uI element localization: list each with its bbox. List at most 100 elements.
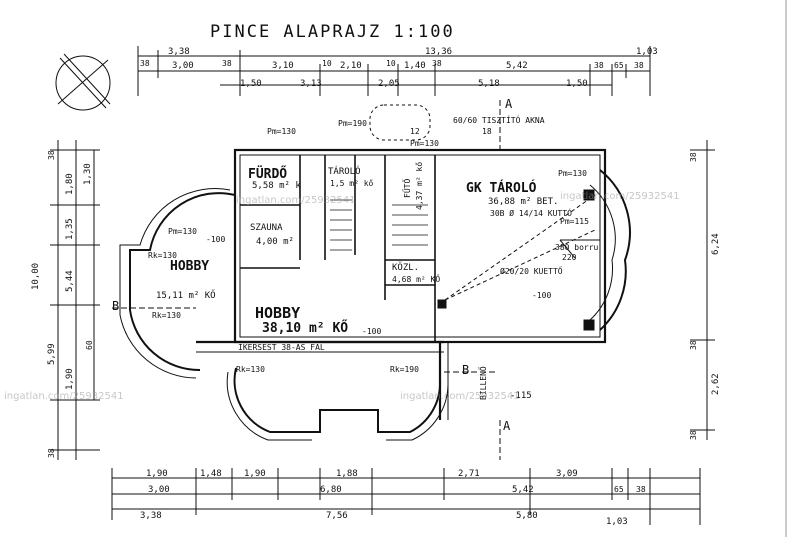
- dim-bot-148: 1,48: [200, 469, 222, 479]
- watermark-3: ingatlan.com/25932541: [4, 391, 124, 402]
- dim-top-205: 2,05: [378, 79, 400, 89]
- kersest-label: IKERSEST 38-AS FAL: [238, 343, 325, 352]
- kuetto-label: Ø20/20 KUETTŐ: [500, 267, 563, 276]
- pm130-label-3: Pm=130: [558, 169, 587, 178]
- dim-bot-300: 3,00: [148, 485, 170, 495]
- dim-bot-190a: 1,90: [146, 469, 168, 479]
- dim-top-38d: 38: [594, 61, 604, 70]
- watermark-2: ingatlan.com/25932541: [560, 191, 680, 202]
- pm130-label-2: Pm=130: [410, 139, 439, 148]
- dim-bot-680: 6,80: [320, 485, 342, 495]
- room-name-szauna: SZAUNA: [250, 223, 283, 233]
- section-b-left: B: [112, 299, 120, 313]
- dim-left-599: 5,99: [47, 343, 57, 365]
- level-outside: -115: [510, 391, 532, 401]
- dim-top-313: 3,13: [300, 79, 322, 89]
- dim-top-total: 13,36: [425, 47, 453, 57]
- watermark-4: ingatlan.com/25932541: [400, 391, 520, 402]
- dim-top-150a: 1,50: [240, 79, 262, 89]
- section-a-top: A: [505, 97, 513, 111]
- section-a-bottom: A: [503, 419, 511, 433]
- beam-label: 380 borru: [555, 243, 599, 252]
- num-18: 18: [482, 127, 492, 136]
- rk130-bottom: Rk=130: [236, 365, 265, 374]
- dim-bot-65: 65: [614, 485, 624, 494]
- dim-top-10a: 10: [322, 59, 332, 68]
- dim-bot-338: 3,38: [140, 511, 162, 521]
- dim-bot-190b: 1,90: [244, 469, 266, 479]
- dim-bot-309: 3,09: [556, 469, 578, 479]
- dim-top-542: 5,42: [506, 61, 528, 71]
- dim-bot-542: 5,42: [512, 485, 534, 495]
- rk130-label: Rk=130: [148, 251, 177, 260]
- dim-right-624: 6,24: [711, 233, 721, 255]
- rk190-bottom: Rk=190: [390, 365, 419, 374]
- num-12: 12: [410, 127, 420, 136]
- room-name-tarolo: TÁROLÓ: [328, 167, 361, 177]
- dim-top-total-left: 3,38: [168, 47, 190, 57]
- dim-right-38b: 38: [689, 340, 698, 350]
- dim-bot-580: 5,80: [516, 511, 538, 521]
- dim-top-38c: 38: [432, 59, 442, 68]
- dim-left-190: 1,90: [65, 368, 75, 390]
- pm115-label: Pm=115: [560, 217, 589, 226]
- dim-top-150b: 1,50: [566, 79, 588, 89]
- dim-left-1000: 10,00: [31, 262, 41, 290]
- dim-left-130: 1,30: [83, 163, 93, 185]
- pm90-label: Pm=130: [168, 227, 197, 236]
- room-area-gk-tarolo: 36,88 m² BET.: [488, 197, 559, 207]
- dim-top-38a: 38: [140, 59, 150, 68]
- room-area-szauna: 4,00 m²: [256, 237, 294, 247]
- room-area-furdo: 5,58 m² k: [252, 181, 301, 191]
- dim-left-180: 1,80: [65, 173, 75, 195]
- dim-top-65: 65: [614, 61, 624, 70]
- dim-top-38b: 38: [222, 59, 232, 68]
- chimney-label: 60/60 TISZTÍTÓ AKNA: [453, 116, 545, 125]
- dim-left-60: 60: [85, 340, 94, 350]
- dim-top-10b: 10: [386, 59, 396, 68]
- dim-top-310: 3,10: [272, 61, 294, 71]
- level-hobby-small: -100: [206, 235, 226, 244]
- room-name-furdo: FÜRDŐ: [248, 167, 288, 182]
- dim-top-300: 3,00: [172, 61, 194, 71]
- dim-top-38e: 38: [634, 61, 644, 70]
- dim-left-38a: 38: [47, 150, 56, 160]
- room-area-futo: 4,37 m² kő: [415, 161, 424, 210]
- room-name-hobby-main: HOBBY: [255, 304, 301, 322]
- pm190-label: Pm=190: [338, 119, 367, 128]
- dim-top-right-small: 1,03: [636, 47, 658, 57]
- dim-bot-188: 1,88: [336, 469, 358, 479]
- dim-top-518: 5,18: [478, 79, 500, 89]
- room-area-kozl: 4,68 m² KŐ: [392, 275, 441, 284]
- dim-right-262: 2,62: [711, 373, 721, 395]
- stairs: [330, 199, 428, 251]
- dim-left-38b: 38: [47, 448, 56, 458]
- section-b-right: B: [462, 363, 470, 377]
- watermark-1: ingatlan.com/25932541: [236, 195, 356, 206]
- num-220: 220: [562, 253, 577, 262]
- level-gk: -100: [532, 291, 552, 300]
- room-name-futo: FŰTŐ: [403, 178, 412, 198]
- drawing-title: PINCE ALAPRAJZ 1:100: [210, 22, 455, 42]
- dim-right-38a: 38: [689, 152, 698, 162]
- dim-bot-271: 2,71: [458, 469, 480, 479]
- room-name-hobby-small: HOBBY: [170, 259, 210, 274]
- dim-bot-756: 7,56: [326, 511, 348, 521]
- north-arrow-icon: [55, 53, 111, 111]
- pm130-label: Pm=130: [267, 127, 296, 136]
- level-hobby-main: -100: [362, 327, 382, 336]
- dim-bot-103: 1,03: [606, 517, 628, 527]
- room-area-hobby-main: 38,10 m² KŐ: [262, 321, 349, 336]
- dim-bot-38: 38: [636, 485, 646, 494]
- dim-top-210: 2,10: [340, 61, 362, 71]
- dim-left-135: 1,35: [65, 218, 75, 240]
- outer-walls: [196, 148, 607, 420]
- room-area-hobby-small: 15,11 m² KŐ: [156, 291, 216, 301]
- room-note-gk-tarolo: 30B Ø 14/14 KUTTÓ: [490, 209, 572, 218]
- room-name-kozl: KÖZL.: [392, 263, 420, 273]
- rk130-label-2: Rk=130: [152, 311, 181, 320]
- room-name-gk-tarolo: GK TÁROLÓ: [466, 181, 537, 196]
- dim-top-140: 1,40: [404, 61, 426, 71]
- dim-left-544: 5,44: [65, 270, 75, 292]
